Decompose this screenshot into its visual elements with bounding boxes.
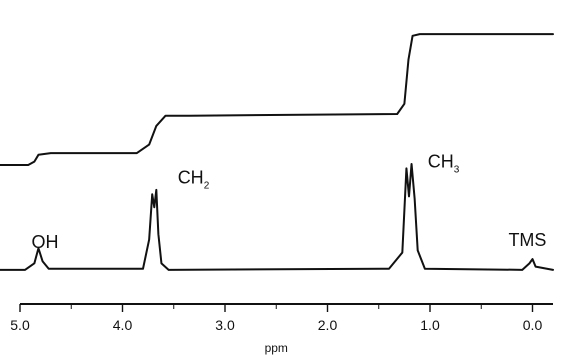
peak-label-base: TMS	[508, 230, 546, 250]
x-tick-label: 5.0	[10, 317, 30, 333]
x-tick-label: 4.0	[113, 317, 133, 333]
x-tick-label: 1.0	[420, 317, 440, 333]
axis-layer: 5.0 4.0 3.0 2.0 1.0 0.0 ppm	[10, 303, 553, 355]
peak-label-oh: OH	[31, 232, 58, 252]
x-axis-title: ppm	[265, 341, 288, 355]
x-tick-label: 2.0	[318, 317, 338, 333]
spectrum-series	[0, 163, 554, 271]
peak-label-base: CH	[428, 151, 454, 171]
peak-label-tms: TMS	[508, 230, 546, 250]
x-tick-label: 0.0	[523, 317, 543, 333]
integral-series	[0, 33, 554, 166]
peak-label-subscript: 2	[204, 181, 210, 192]
peak-label-base: CH	[178, 168, 204, 188]
x-tick-label: 3.0	[215, 317, 235, 333]
peak-label-base: OH	[31, 232, 58, 252]
plot-layer	[0, 33, 554, 271]
peak-label-ch2: CH2	[178, 168, 210, 192]
peak-label-subscript: 3	[454, 164, 460, 175]
peak-label-ch3: CH3	[428, 151, 460, 175]
